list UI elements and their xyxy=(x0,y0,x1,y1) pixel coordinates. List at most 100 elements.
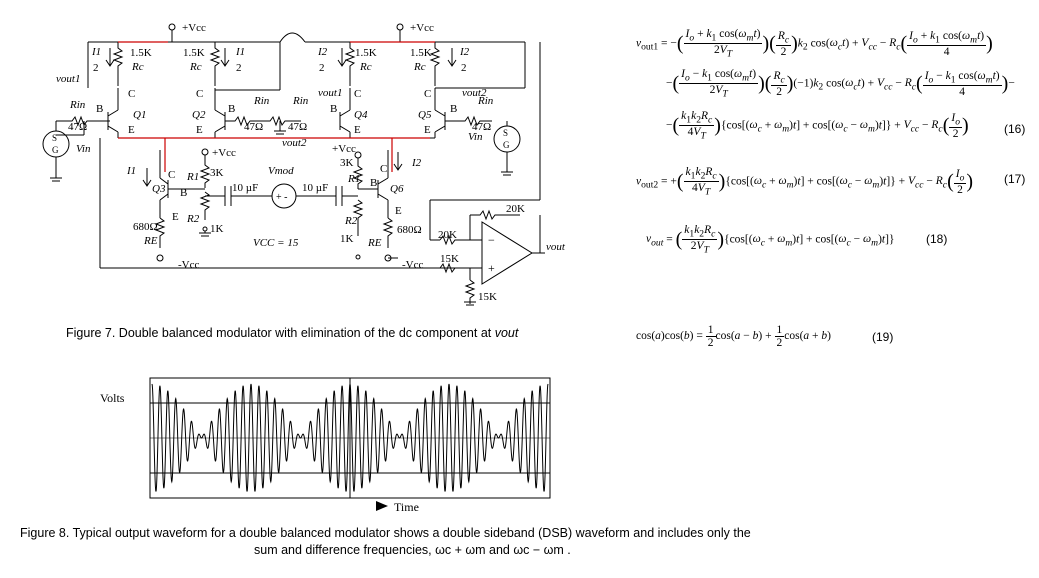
vin-label-right: Vin xyxy=(468,131,483,143)
figure8-caption: Figure 8. Typical output waveform for a … xyxy=(20,526,751,557)
b-label-q1: B xyxy=(96,103,103,115)
vout1-mid-label: vout1 xyxy=(318,87,342,99)
q3-label: Q3 xyxy=(152,183,166,195)
res-label-3: 1.5K xyxy=(355,47,377,59)
r20k-feedback: 20K xyxy=(506,203,525,215)
rc-label-3: Rc xyxy=(359,61,372,73)
equation-19-number: (19) xyxy=(872,330,894,344)
r47-mid1: 47Ω xyxy=(244,121,263,133)
i2-top-label: I2 xyxy=(317,46,328,58)
vin-label-left: Vin xyxy=(76,143,91,155)
r47-left: 47Ω xyxy=(68,121,87,133)
i2-top-label-2: I2 xyxy=(459,46,470,58)
rin-label-right: Rin xyxy=(477,95,494,107)
c-label-q2: C xyxy=(196,88,203,100)
c-label-q6: C xyxy=(380,163,387,175)
time-label: Time xyxy=(394,500,419,514)
half-label-1: 2 xyxy=(93,62,99,74)
vcc-q3-label: +Vcc xyxy=(212,147,236,159)
source-s-left: S xyxy=(52,133,57,143)
i1-bottom-label: I1 xyxy=(126,165,136,177)
vmod-polarity: + - xyxy=(276,192,287,203)
r2-q3: R2 xyxy=(186,213,200,225)
vout-label: vout xyxy=(546,241,566,253)
vout2-mid-label: vout2 xyxy=(282,137,307,149)
equation-16-number: (16) xyxy=(1004,122,1026,136)
e-label-q2: E xyxy=(196,124,203,136)
e-label-q5: E xyxy=(424,124,431,136)
dsb-waveform-plot: Volts Time xyxy=(100,377,551,514)
b-label-q2: B xyxy=(228,103,235,115)
volts-label: Volts xyxy=(100,391,125,405)
q2-label: Q2 xyxy=(192,109,206,121)
res-label-1: 1.5K xyxy=(130,47,152,59)
q5-label: Q5 xyxy=(418,109,432,121)
rc-label-4: Rc xyxy=(413,61,426,73)
vcc-neg-left: -Vcc xyxy=(178,259,199,271)
c-label-q3: C xyxy=(168,169,175,181)
r1-q3: R1 xyxy=(186,171,199,183)
r47-right: 47Ω xyxy=(472,121,491,133)
r680-q6: 680Ω xyxy=(397,224,422,236)
rin-label-left: Rin xyxy=(69,99,86,111)
r1-q6: R1 xyxy=(347,173,360,185)
b-label-q3: B xyxy=(180,187,187,199)
res-label-4: 1.5K xyxy=(410,47,432,59)
e-label-q3: E xyxy=(172,211,179,223)
half-label-3: 2 xyxy=(319,62,325,74)
equation-17-number: (17) xyxy=(1004,172,1026,186)
vcc15-label: VCC = 15 xyxy=(253,237,299,249)
i1-top-label: I1 xyxy=(91,46,101,58)
equation-18-number: (18) xyxy=(926,232,948,246)
e-label-q1: E xyxy=(128,124,135,136)
r20k-input: 20K xyxy=(438,229,457,241)
rc-label-1: Rc xyxy=(131,61,144,73)
source-s-right: S xyxy=(503,128,508,138)
r1k-q6: 1K xyxy=(340,233,354,245)
vcc-neg-right: -Vcc xyxy=(402,259,423,271)
c-label-q5: C xyxy=(424,88,431,100)
rin-label-mid2: Rin xyxy=(292,95,309,107)
source-g-left: G xyxy=(52,145,59,155)
r3k-q3: 3K xyxy=(210,167,224,179)
figure7-caption: Figure 7. Double balanced modulator with… xyxy=(66,326,519,340)
b-label-q5: B xyxy=(450,103,457,115)
e-label-q6: E xyxy=(395,205,402,217)
b-label-q6: B xyxy=(370,177,377,189)
r15k-ground: 15K xyxy=(478,291,497,303)
rc-label-2: Rc xyxy=(189,61,202,73)
r47-mid2: 47Ω xyxy=(288,121,307,133)
cap-label-right: 10 µF xyxy=(302,182,328,194)
cap-label-left: 10 µF xyxy=(232,182,258,194)
dsb-waveform-trace xyxy=(151,383,549,492)
half-label-4: 2 xyxy=(461,62,467,74)
opamp-plus: + xyxy=(488,261,495,275)
i2-bottom-label: I2 xyxy=(411,157,422,169)
r3k-q6: 3K xyxy=(340,157,354,169)
vmod-label: Vmod xyxy=(268,165,294,177)
r15k-input: 15K xyxy=(440,253,459,265)
r2-q6: R2 xyxy=(344,215,358,227)
c-label-q1: C xyxy=(128,88,135,100)
q1-label: Q1 xyxy=(133,109,146,121)
vcc-label-left: +Vcc xyxy=(182,22,206,34)
re-q6: RE xyxy=(367,237,382,249)
vcc-label-right: +Vcc xyxy=(410,22,434,34)
rin-label-mid1: Rin xyxy=(253,95,270,107)
source-g-right: G xyxy=(503,140,510,150)
r1k-q3: 1K xyxy=(210,223,224,235)
q6-label: Q6 xyxy=(390,183,404,195)
r680-q3: 680Ω xyxy=(133,221,158,233)
b-label-q4: B xyxy=(330,103,337,115)
opamp-minus: − xyxy=(488,233,495,247)
vout1-left-label: vout1 xyxy=(56,73,80,85)
res-label-2: 1.5K xyxy=(183,47,205,59)
vout2-right-label: vout2 xyxy=(462,87,487,99)
e-label-q4: E xyxy=(354,124,361,136)
half-label-2: 2 xyxy=(236,62,242,74)
